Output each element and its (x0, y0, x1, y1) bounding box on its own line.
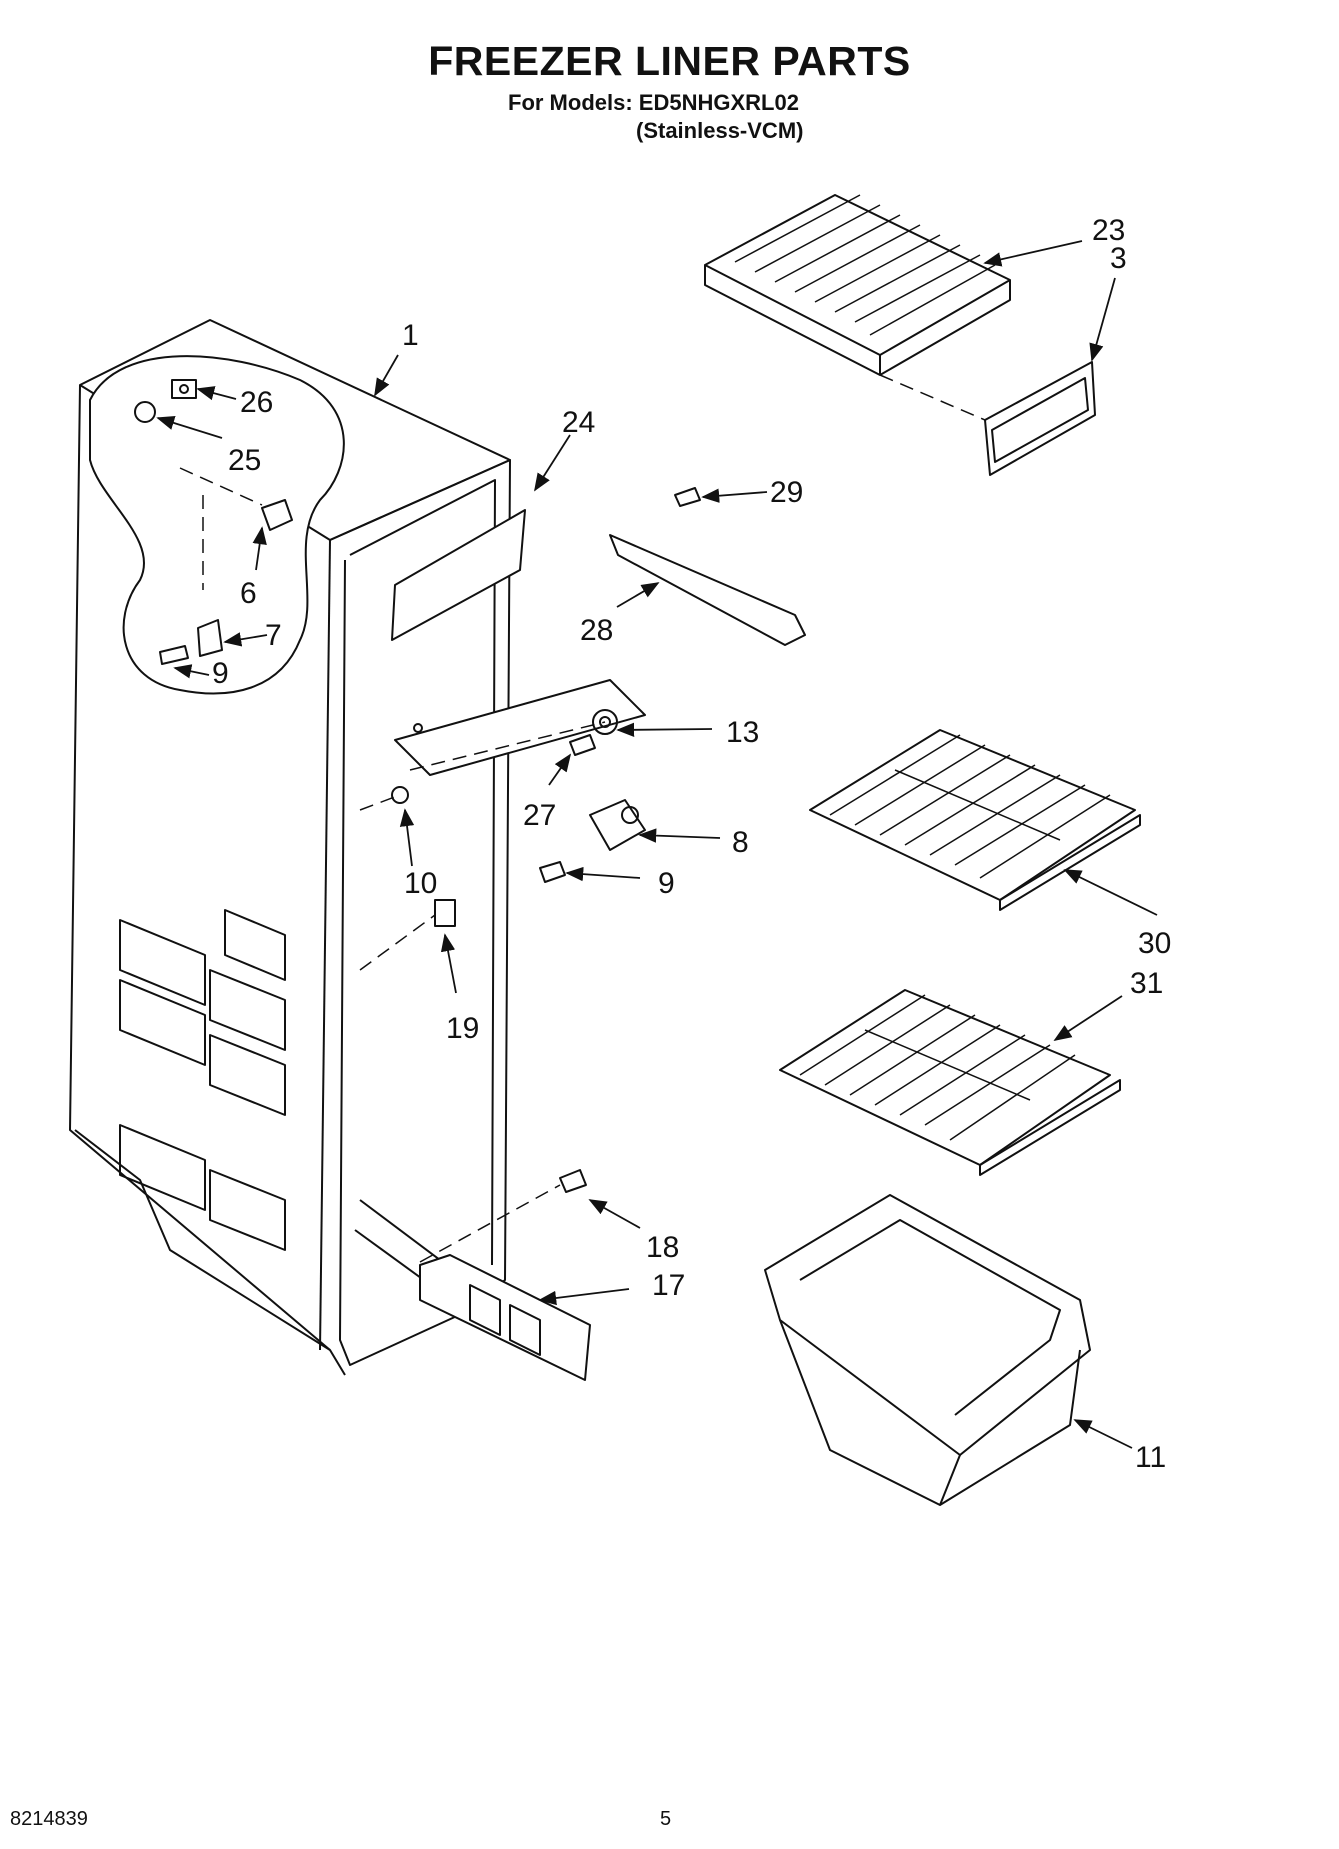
shelf-stop-part-13 (592, 709, 618, 735)
screw-part-27 (569, 734, 596, 756)
freezer-bin-part-11 (764, 1194, 1091, 1506)
control-housing-part-17 (419, 1254, 591, 1381)
leader-lines (156, 240, 1158, 1449)
callout-23: 23 (1092, 214, 1125, 247)
screw-part-9-upper (159, 645, 189, 665)
callout-3: 3 (1110, 242, 1127, 275)
callout-7: 7 (265, 619, 282, 652)
callout-24: 24 (562, 406, 595, 439)
callout-6: 6 (240, 577, 257, 610)
light-shield-part-7 (197, 619, 223, 657)
bracket-part-6 (261, 499, 293, 531)
callout-11: 11 (1135, 1441, 1166, 1474)
screw-part-18 (559, 1169, 587, 1193)
shelf-support-part-8 (589, 799, 646, 851)
models-line: For Models: ED5NHGXRL02 (508, 90, 799, 115)
callout-29: 29 (770, 476, 803, 509)
screw-part-9-lower (539, 861, 566, 883)
crisper-shelf-frame-part-23 (704, 194, 1011, 376)
side-wall-pads (119, 909, 286, 1251)
callout-18: 18 (646, 1231, 679, 1264)
screw-part-29 (674, 487, 701, 507)
callout-17: 17 (652, 1269, 685, 1302)
page-number: 5 (660, 1808, 672, 1830)
document-number: 8214839 (10, 1808, 88, 1830)
callout-25: 25 (228, 444, 261, 477)
callout-28: 28 (580, 614, 613, 647)
page-title: FREEZER LINER PARTS (428, 38, 911, 84)
callout-9-upper: 9 (212, 657, 229, 690)
shelf-glass-part-3 (984, 361, 1096, 476)
light-bulb-part-25 (134, 401, 156, 423)
light-cover-part-24 (391, 509, 526, 641)
callout-13: 13 (726, 716, 759, 749)
callout-30: 30 (1138, 927, 1171, 960)
light-socket-part-26 (171, 379, 197, 399)
callout-10: 10 (404, 867, 437, 900)
callout-26: 26 (240, 386, 273, 419)
rear-panel-outline (394, 679, 646, 776)
callout-19: 19 (446, 1012, 479, 1045)
callout-9-lower: 9 (658, 867, 675, 900)
callout-labels: 1 3 23 26 25 24 29 6 28 7 9 13 27 8 10 9… (212, 214, 1171, 1474)
wire-shelf-part-30 (809, 729, 1141, 911)
wire-shelf-part-31 (779, 989, 1121, 1176)
finish-line: (Stainless-VCM) (636, 118, 804, 143)
callout-8: 8 (732, 826, 749, 859)
shelf-support-part-28 (609, 534, 806, 646)
callout-1: 1 (402, 319, 419, 352)
callout-27: 27 (523, 799, 556, 832)
assembly-lines (179, 374, 986, 1263)
cutaway-bubble (89, 355, 345, 695)
screw-part-10 (391, 786, 409, 804)
callout-31: 31 (1130, 967, 1163, 1000)
clip-part-19 (434, 899, 456, 927)
